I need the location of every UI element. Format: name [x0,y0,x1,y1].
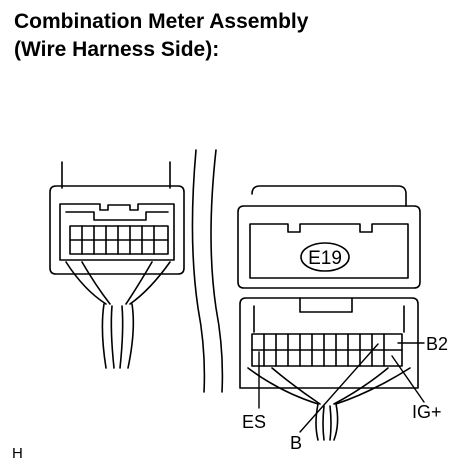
terminal-label-b: B [290,433,302,453]
leader-b [299,343,379,433]
separator-curve [191,149,206,393]
separator-curve [210,149,224,393]
diagram-title: Combination Meter Assembly (Wire Harness… [14,8,308,64]
corner-mark: H [12,445,23,462]
leader-lines [258,342,425,433]
terminal-label-es: ES [242,412,266,432]
left-connector [49,161,185,369]
connector-code-badge [300,242,350,272]
title-line-2: (Wire Harness Side): [14,38,220,61]
connector-code-label: E19 [308,248,342,269]
leader-ig [391,355,425,403]
terminal-label-ig: IG+ [412,402,442,422]
e19-connector-upper [237,185,421,289]
e19-connector-lower [239,297,419,441]
title-line-1: Combination Meter Assembly [14,10,309,33]
terminal-label-b2: B2 [426,334,448,354]
